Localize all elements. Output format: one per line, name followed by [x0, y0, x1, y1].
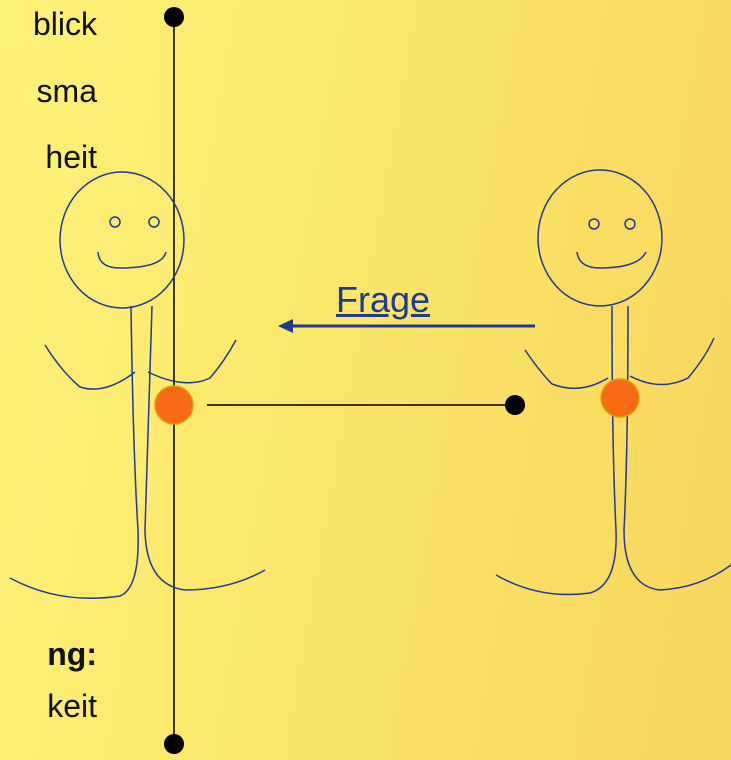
right-heart — [600, 378, 640, 418]
left-figure-eye-left — [109, 216, 121, 228]
right-figure-mouth — [576, 251, 647, 269]
text-fragment-2: sma — [36, 73, 97, 109]
text-fragment-1: blick — [32, 6, 97, 42]
left-figure-arm-left — [44, 344, 136, 390]
right-figure-arm-left — [524, 349, 609, 390]
right-figure-head — [537, 169, 663, 307]
left-heart — [154, 385, 194, 425]
connector-end-dot — [505, 395, 525, 415]
text-fragment-4: ng: — [47, 636, 97, 672]
text-fragment-3: heit — [45, 139, 97, 175]
right-figure-arm-right — [629, 337, 715, 386]
left-figure-body-right — [144, 305, 266, 591]
right-figure-body-left — [495, 305, 617, 596]
left-figure-arm-right — [147, 339, 237, 384]
right-figure-body-right — [623, 305, 731, 591]
question-label: Frage — [336, 279, 431, 320]
axis-top-dot — [164, 7, 184, 27]
left-figure-head — [59, 171, 185, 309]
right-figure-eye-right — [624, 218, 636, 230]
right-figure-eye-left — [588, 218, 600, 230]
left-figure-eye-right — [148, 216, 160, 228]
text-fragment-5: keit — [47, 688, 97, 724]
left-figure-body-left — [9, 305, 139, 599]
axis-bottom-dot — [164, 734, 184, 754]
left-stick-figure — [9, 171, 266, 599]
question-arrow-head — [278, 319, 293, 333]
left-figure-mouth — [97, 251, 167, 269]
